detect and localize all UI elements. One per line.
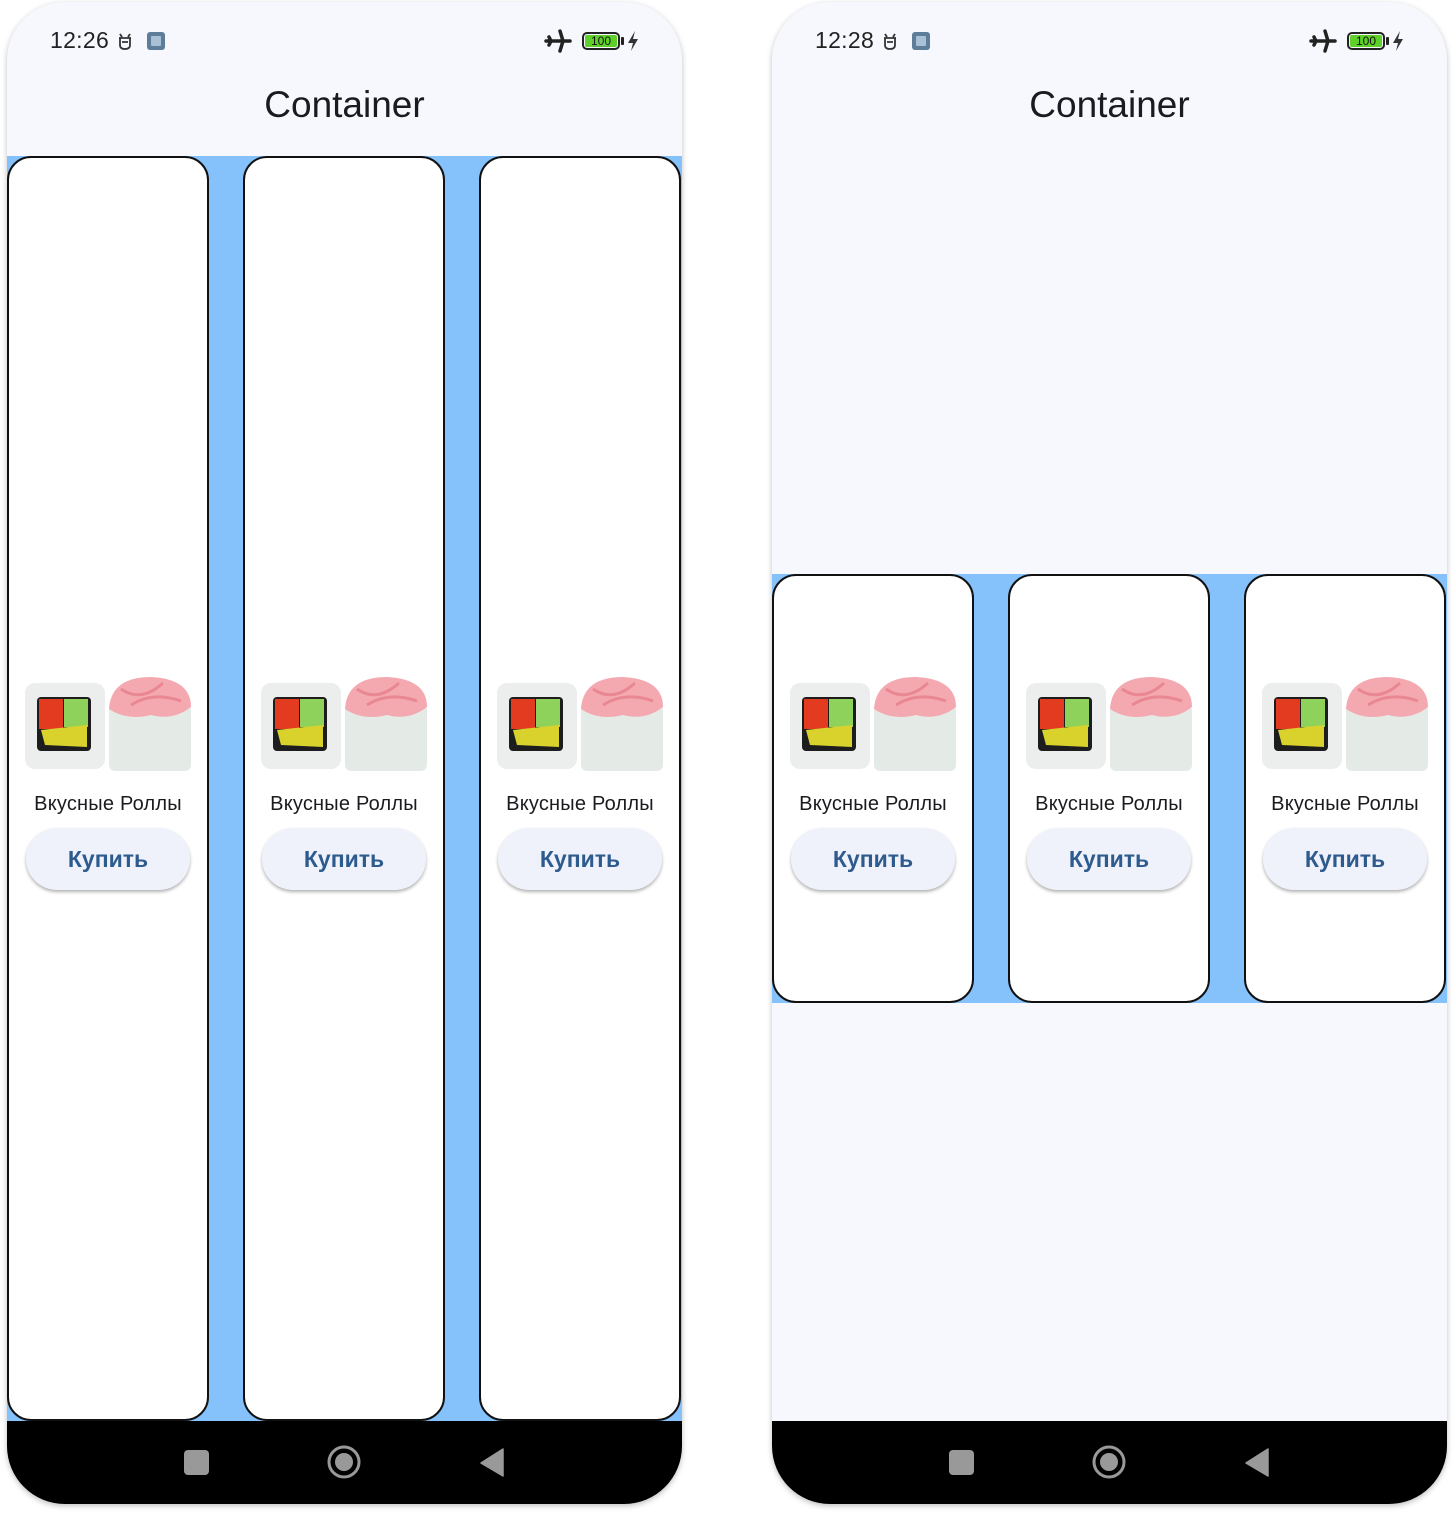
screenshot-icon <box>912 32 930 50</box>
recents-icon[interactable] <box>949 1450 974 1475</box>
status-bar: 12:26 100 <box>7 2 682 80</box>
buy-button[interactable]: Купить <box>26 828 190 890</box>
cards-row: Вкусные Роллы Купить Вкусные Роллы Купит… <box>772 574 1447 1003</box>
card-label: Вкусные Роллы <box>1271 793 1419 815</box>
cards-row: Вкусные Роллы Купить Вкусные Роллы Купит… <box>7 156 682 1421</box>
product-card: Вкусные Роллы Купить <box>7 156 209 1421</box>
battery-level: 100 <box>585 35 617 47</box>
card-label: Вкусные Роллы <box>270 793 418 815</box>
battery-nub <box>1386 37 1389 45</box>
back-icon[interactable] <box>1245 1448 1269 1477</box>
product-card: Вкусные Роллы Купить <box>243 156 445 1421</box>
app-bar-title: Container <box>264 84 425 125</box>
sushi-rolls-image <box>261 677 427 771</box>
system-nav-bar <box>7 1421 682 1504</box>
product-card: Вкусные Роллы Купить <box>1008 574 1210 1003</box>
buy-button[interactable]: Купить <box>791 828 955 890</box>
charging-bolt-icon <box>1393 31 1403 51</box>
back-icon[interactable] <box>480 1448 504 1477</box>
airplane-icon <box>544 29 572 53</box>
sushi-rolls-image <box>1026 677 1192 771</box>
buy-button[interactable]: Купить <box>1027 828 1191 890</box>
product-card: Вкусные Роллы Купить <box>479 156 681 1421</box>
notification-app-icon <box>119 33 131 50</box>
battery-level: 100 <box>1350 35 1382 47</box>
airplane-icon <box>1309 29 1337 53</box>
sushi-rolls-image <box>25 677 191 771</box>
charging-bolt-icon <box>628 31 638 51</box>
sushi-rolls-image <box>1262 677 1428 771</box>
sushi-rolls-image <box>497 677 663 771</box>
buy-button[interactable]: Купить <box>498 828 662 890</box>
product-card: Вкусные Роллы Купить <box>1244 574 1446 1003</box>
sushi-rolls-image <box>790 677 956 771</box>
battery-icon: 100 <box>582 32 620 50</box>
status-time: 12:26 <box>50 27 110 53</box>
recents-icon[interactable] <box>184 1450 209 1475</box>
card-label: Вкусные Роллы <box>506 793 654 815</box>
card-label: Вкусные Роллы <box>34 793 182 815</box>
card-label: Вкусные Роллы <box>1035 793 1183 815</box>
battery-icon: 100 <box>1347 32 1385 50</box>
app-bar-title: Container <box>1029 84 1190 125</box>
screenshot-icon <box>147 32 165 50</box>
card-label: Вкусные Роллы <box>799 793 947 815</box>
phone-screen-left: 12:26 100 Container Вкусные Роллы <box>7 2 682 1504</box>
phone-screen-right: 12:28 100 Container Вкусные Роллы <box>772 2 1447 1504</box>
buy-button[interactable]: Купить <box>1263 828 1427 890</box>
home-icon[interactable] <box>1092 1445 1126 1479</box>
battery-nub <box>621 37 624 45</box>
status-time: 12:28 <box>815 27 875 53</box>
notification-app-icon <box>884 33 896 50</box>
system-nav-bar <box>772 1421 1447 1504</box>
home-icon[interactable] <box>327 1445 361 1479</box>
status-bar: 12:28 100 <box>772 2 1447 80</box>
buy-button[interactable]: Купить <box>262 828 426 890</box>
product-card: Вкусные Роллы Купить <box>772 574 974 1003</box>
